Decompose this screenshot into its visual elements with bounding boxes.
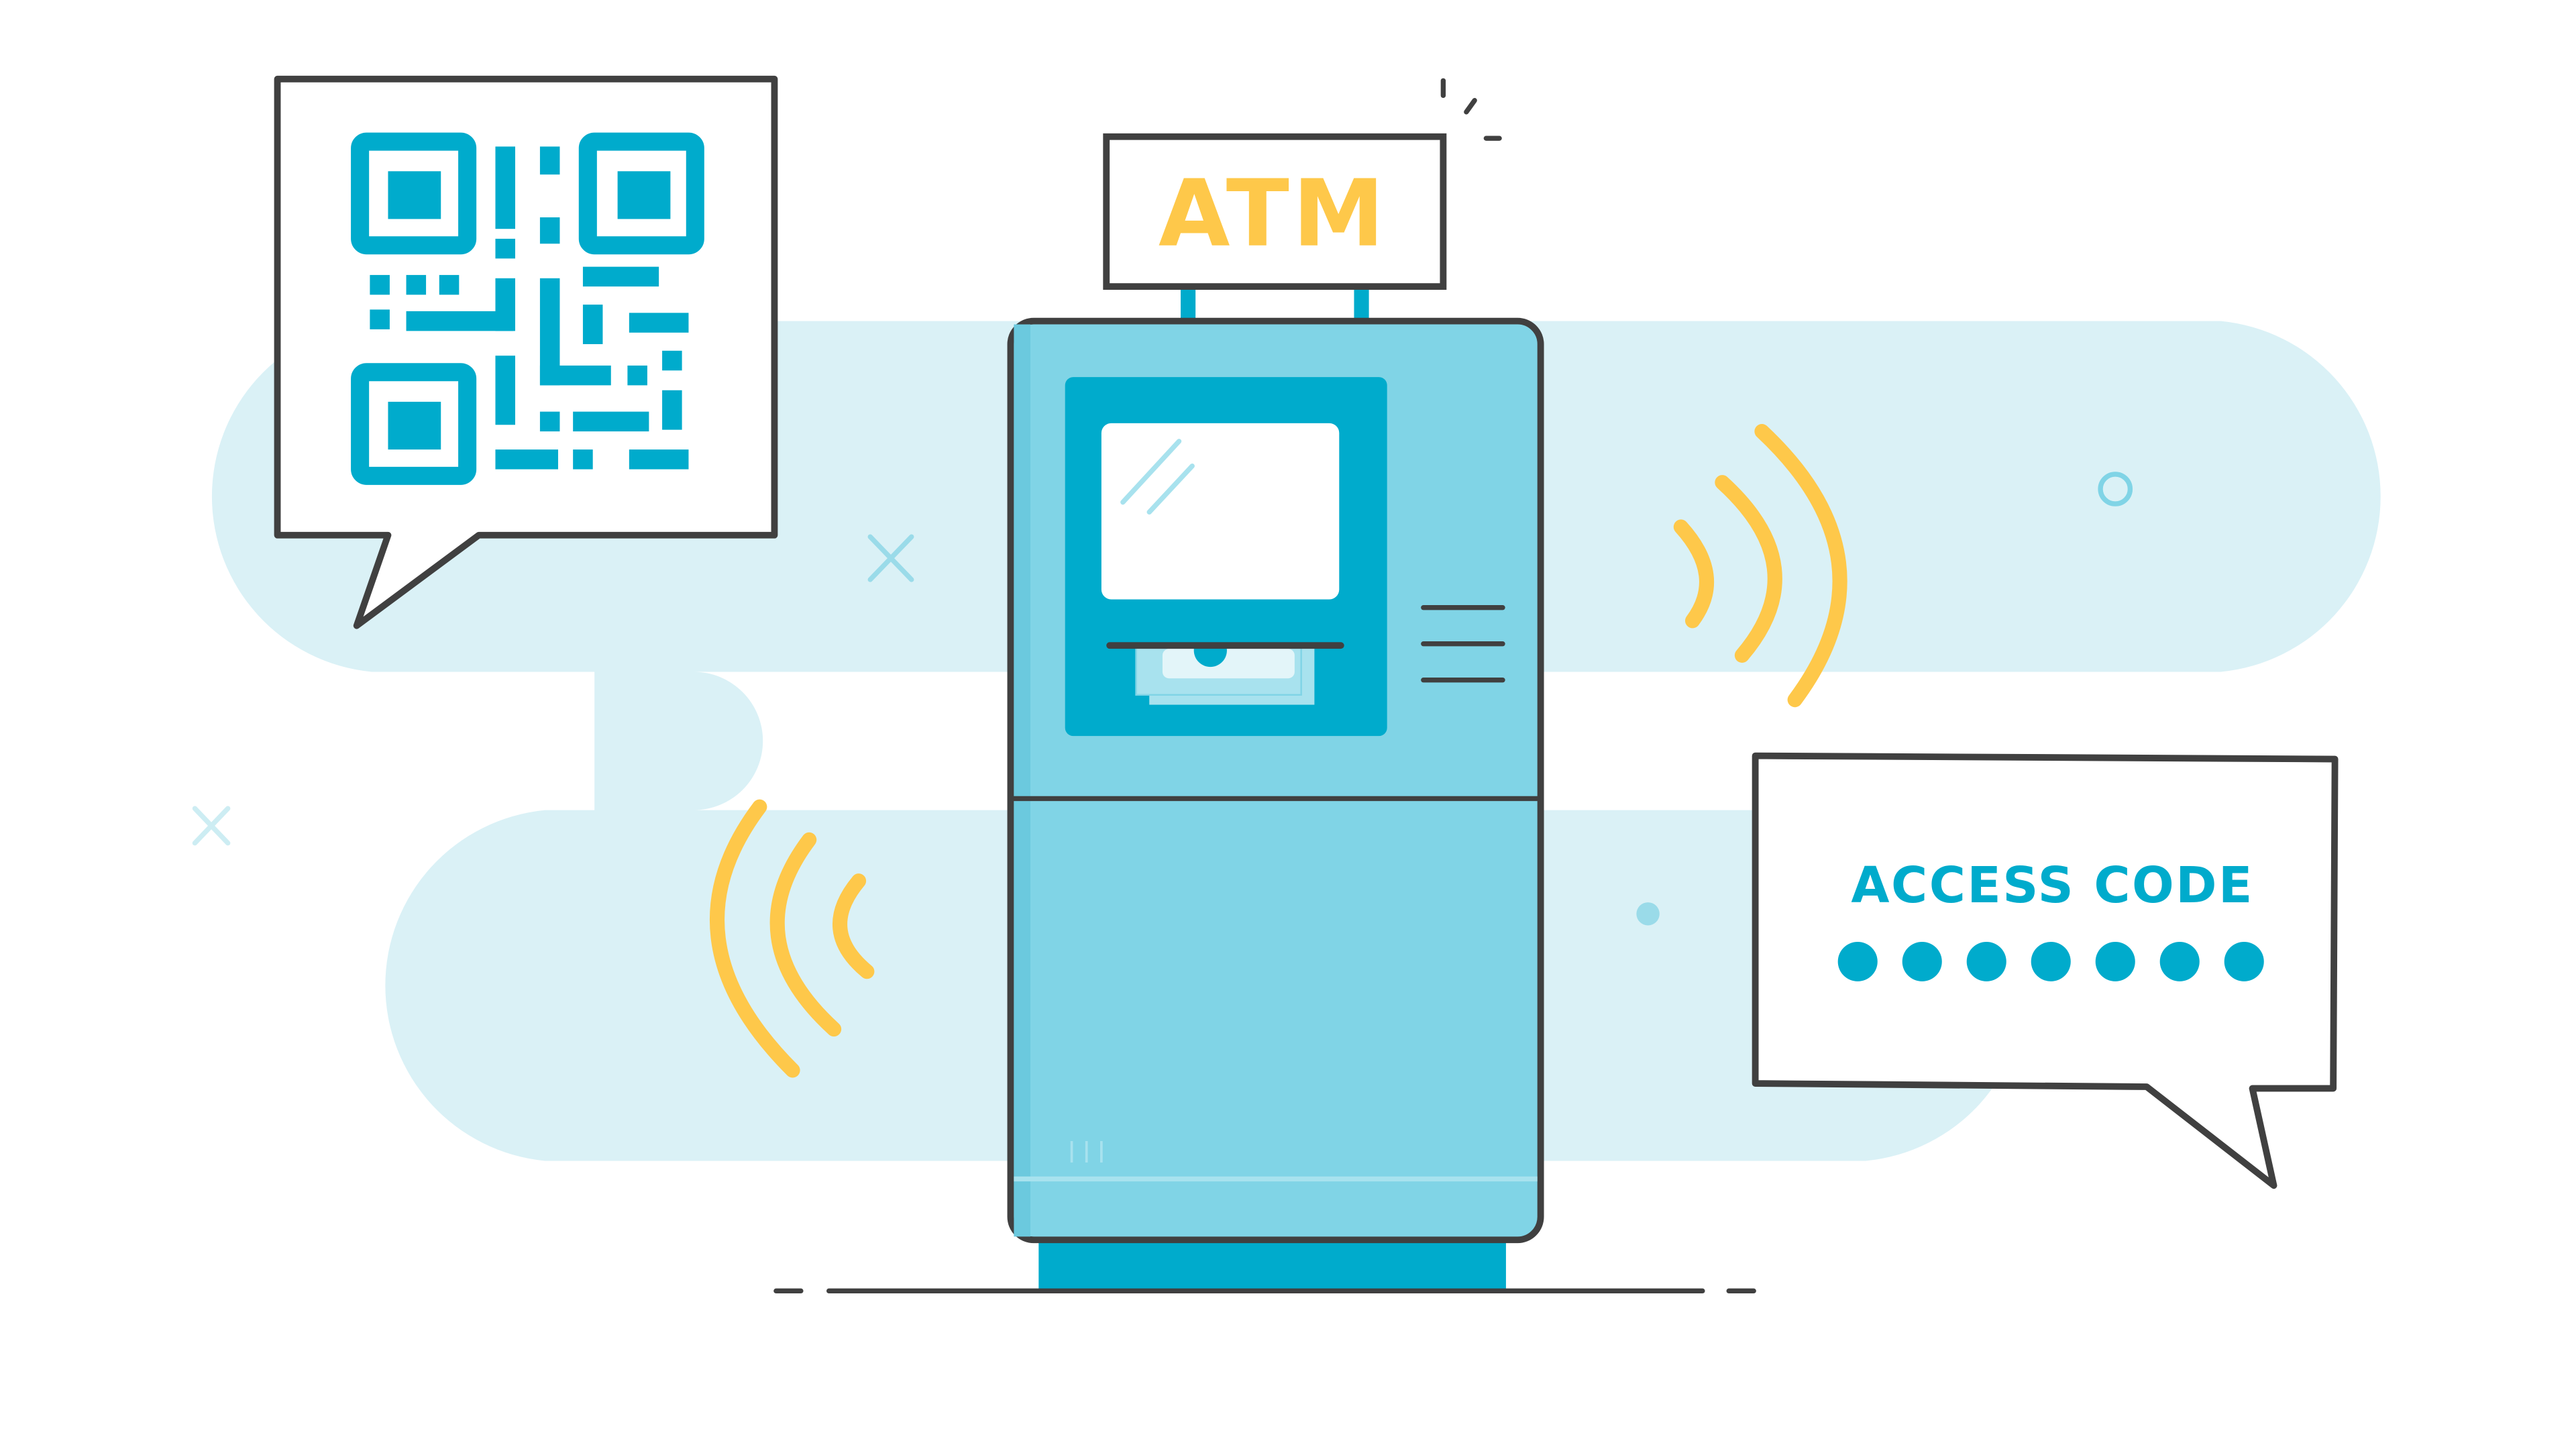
atm-screen — [1101, 423, 1340, 600]
access-code-dots — [1837, 942, 2264, 981]
qr-speech-bubble — [274, 75, 778, 629]
atm-machine — [1007, 317, 1544, 1291]
signal-waves-left-icon — [710, 799, 875, 1078]
atm-sign: ATM — [1103, 133, 1447, 323]
qr-code-icon — [351, 132, 704, 485]
sparkle-lines-icon — [1440, 78, 1502, 141]
atm-base — [1038, 1238, 1506, 1291]
x-mark-icon — [867, 534, 914, 582]
ring-icon — [2098, 472, 2133, 506]
cash-dispenser-icon — [1106, 634, 1344, 705]
access-code-title: ACCESS CODE — [1851, 857, 2253, 914]
access-code-speech-bubble: ACCESS CODE — [1752, 752, 2339, 1189]
atm-sign-label: ATM — [1159, 160, 1388, 268]
signal-waves-right-icon — [1673, 424, 1847, 708]
x-mark-icon — [192, 806, 231, 846]
dot-icon — [1636, 902, 1660, 926]
card-slot-lines-icon — [1421, 605, 1505, 683]
